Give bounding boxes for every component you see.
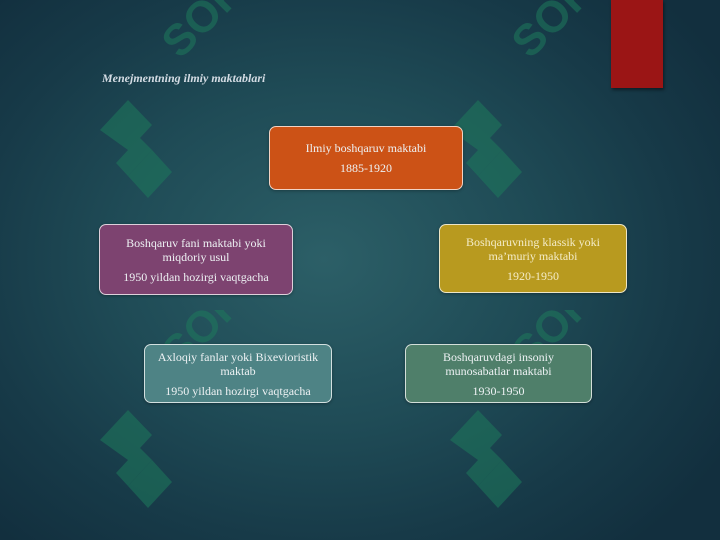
school-name: Boshqaruvdagi insoniy munosabatlar makta… [443, 349, 554, 378]
watermark-text: SOFT [152, 0, 270, 67]
school-box-klassik[interactable]: Boshqaruvning klassik yoki ma’muriy makt… [439, 224, 627, 293]
school-box-fani[interactable]: Boshqaruv fani maktabi yoki miqdoriy usu… [99, 224, 293, 295]
school-years: 1920-1950 [507, 268, 559, 283]
accent-bar [611, 0, 663, 88]
school-name: Boshqaruvning klassik yoki ma’muriy makt… [466, 234, 600, 263]
soft-logo-icon: SOFT [450, 0, 620, 198]
school-name: Axloqiy fanlar yoki Bixevioristik maktab [157, 349, 319, 378]
school-box-ilmiy[interactable]: Ilmiy boshqaruv maktabi 1885-1920 [269, 126, 463, 190]
school-years: 1950 yildan hozirgi vaqtgacha [165, 383, 311, 398]
school-years: 1950 yildan hozirgi vaqtgacha [123, 269, 269, 284]
school-box-insoniy[interactable]: Boshqaruvdagi insoniy munosabatlar makta… [405, 344, 592, 403]
school-years: 1930-1950 [472, 383, 525, 398]
school-years: 1885-1920 [340, 161, 392, 175]
slide-title: Menejmentning ilmiy maktablari [102, 71, 266, 85]
school-name: Ilmiy boshqaruv maktabi [305, 141, 427, 155]
soft-logo-icon: SOFT [100, 0, 270, 198]
school-box-axloqiy[interactable]: Axloqiy fanlar yoki Bixevioristik maktab… [144, 344, 332, 403]
watermark-text: SOFT [502, 0, 620, 67]
school-name: Boshqaruv fani maktabi yoki miqdoriy usu… [126, 235, 266, 264]
